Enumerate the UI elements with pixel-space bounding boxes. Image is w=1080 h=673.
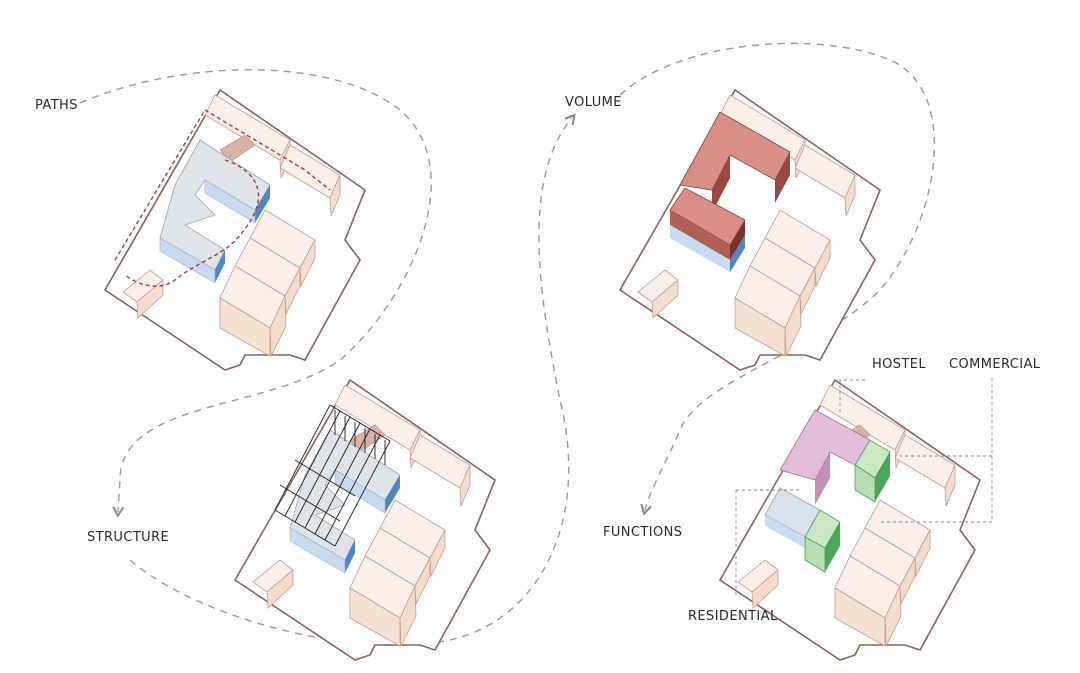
- paths-diagram: [104, 89, 366, 371]
- process-loop-line-3: [619, 42, 936, 516]
- functions-diagram: [719, 379, 981, 661]
- volume-diagram: [619, 89, 881, 371]
- label-hostel: HOSTEL: [872, 357, 927, 372]
- circulation-path: [114, 109, 331, 287]
- structure-diagram: [234, 379, 496, 661]
- label-commercial: COMMERCIAL: [949, 357, 1041, 372]
- label-functions: FUNCTIONS: [603, 525, 683, 540]
- label-volume: VOLUME: [565, 95, 622, 110]
- structural-frame: [274, 404, 391, 547]
- process-loop-line-2: [129, 113, 576, 646]
- process-loop-line: [79, 69, 432, 518]
- label-residential: RESIDENTIAL: [688, 609, 778, 624]
- function-leader-lines: [735, 378, 993, 598]
- label-structure: STRUCTURE: [87, 530, 170, 545]
- label-paths: PATHS: [35, 98, 78, 113]
